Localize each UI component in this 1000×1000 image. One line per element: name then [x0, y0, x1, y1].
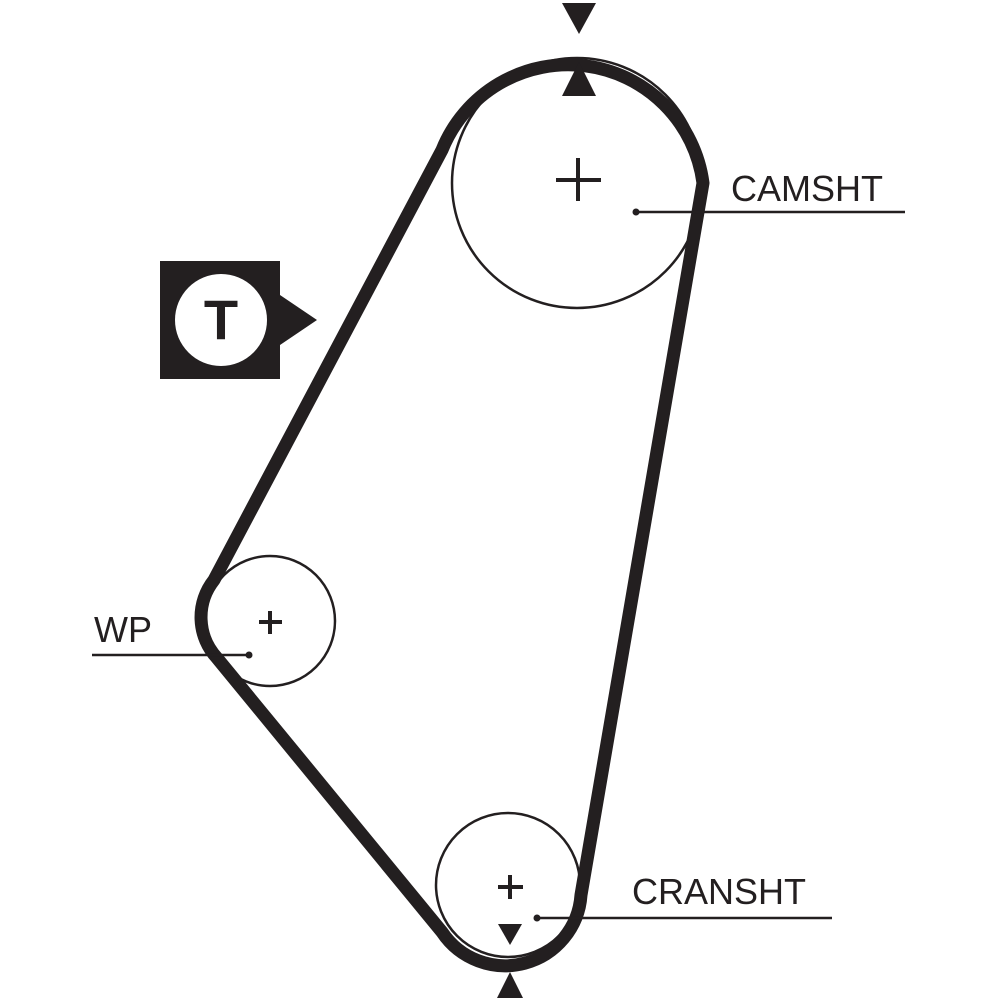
camshaft-label: CAMSHT	[731, 168, 883, 209]
water-pump-label: WP	[94, 609, 152, 650]
crankshaft-timing-mark-top-icon	[498, 924, 522, 945]
camshaft-leader-line	[632, 208, 905, 216]
tensioner-label: T	[204, 288, 238, 351]
camshaft-timing-mark-bottom-icon	[562, 62, 596, 96]
crankshaft-timing-mark-bottom-icon	[497, 972, 523, 998]
camshaft-timing-mark-top-icon	[562, 3, 596, 34]
camshaft-center-cross-icon	[556, 158, 601, 201]
tensioner-marker-circle	[175, 274, 267, 366]
crankshaft-center-cross-icon	[498, 875, 523, 899]
water-pump-center-cross-icon	[259, 611, 282, 634]
tensioner-marker: T	[160, 261, 317, 379]
crankshaft-label: CRANSHT	[632, 871, 806, 912]
timing-belt	[194, 58, 710, 973]
water-pump-leader-line	[92, 651, 253, 659]
crankshaft-leader-line	[533, 914, 832, 922]
